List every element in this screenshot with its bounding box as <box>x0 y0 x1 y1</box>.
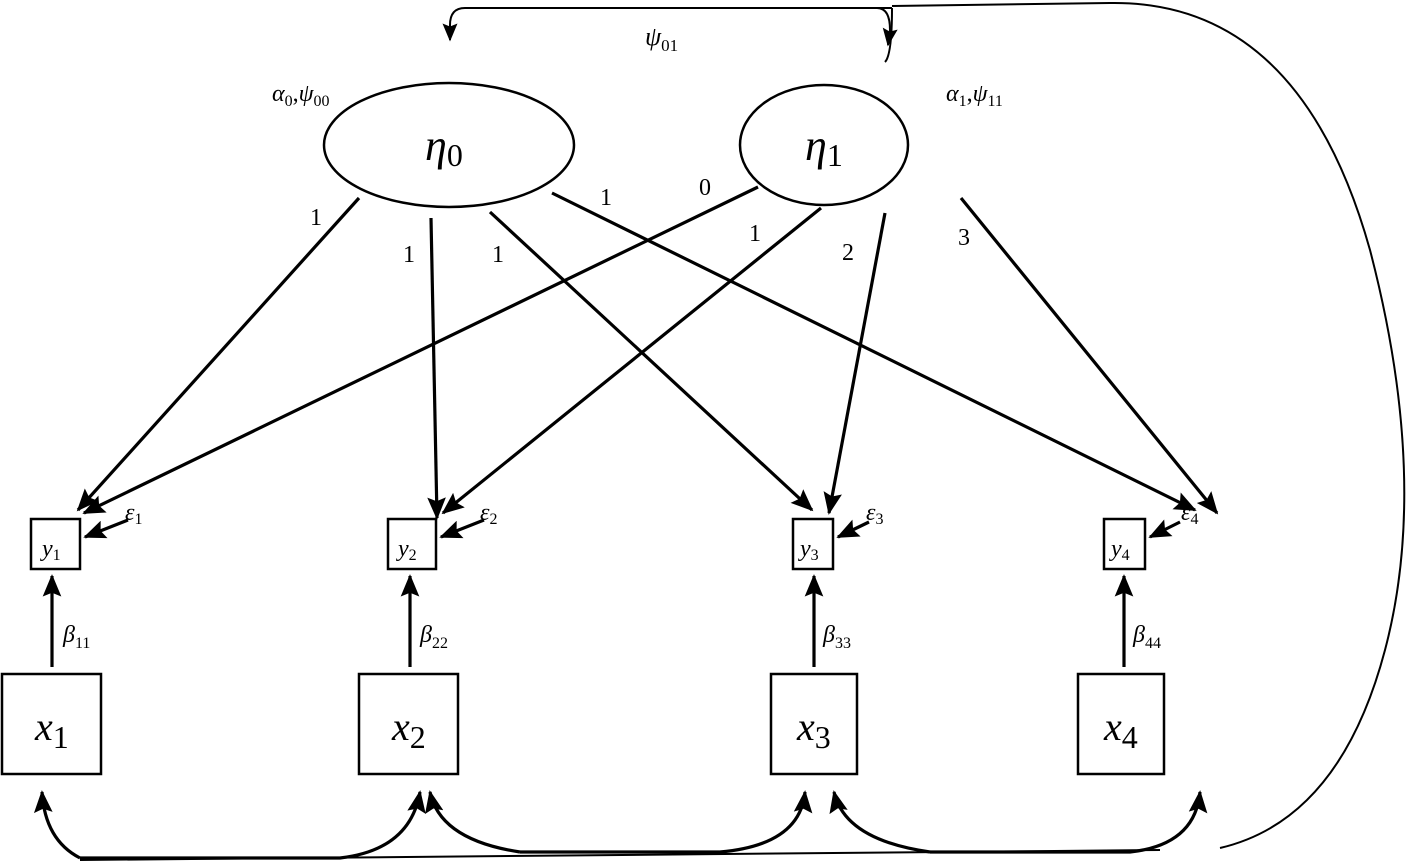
svg-text:x1: x1 <box>34 704 69 755</box>
error-arrow-y2 <box>439 518 485 539</box>
loading-label-eta1-y3: 2 <box>842 240 854 266</box>
loading-arrow-eta1-y2 <box>441 206 823 515</box>
svg-text:y1: y1 <box>40 536 61 564</box>
svg-text:y3: y3 <box>798 536 819 564</box>
covariate-x1: x1 <box>0 672 103 776</box>
eta0-params-label: α0,ψ00 <box>272 81 330 110</box>
eta1-params-label: α1,ψ11 <box>946 81 1003 110</box>
observed-y3: y3 <box>791 517 835 571</box>
error-label-e3: ε3 <box>866 500 883 528</box>
error-label-e4: ε4 <box>1181 500 1198 528</box>
cov-x1-x2 <box>33 790 81 860</box>
covariate-covariances <box>33 790 1208 861</box>
loading-arrow-eta0-y3 <box>488 210 814 512</box>
beta-label-33: β33 <box>822 622 851 652</box>
error-arrow-y4 <box>1148 519 1181 539</box>
loading-label-eta1-y1: 0 <box>699 175 711 201</box>
svg-text:x4: x4 <box>1103 704 1138 755</box>
loading-arrow-eta1-y1 <box>82 185 759 515</box>
svg-text:y2: y2 <box>396 536 417 564</box>
error-label-e2: ε2 <box>480 500 497 528</box>
eta1-symbol: η1 <box>805 121 843 173</box>
beta-label-44: β44 <box>1132 622 1161 652</box>
beta-label-11: β11 <box>62 622 90 652</box>
covariate-x4: x4 <box>1076 672 1166 776</box>
cov-x1-x4-baseline <box>79 849 1161 861</box>
loading-label-eta1-y2: 1 <box>749 221 761 247</box>
eta0-symbol: η0 <box>425 121 463 173</box>
beta-label-22: β22 <box>419 622 448 652</box>
svg-text:x3: x3 <box>796 704 831 755</box>
observed-y2: y2 <box>386 517 438 571</box>
error-label-e1: ε1 <box>125 500 142 528</box>
factor-covariance-arrow <box>442 7 898 63</box>
cov-x2-x3 <box>425 790 521 854</box>
loading-label-eta0-y3: 1 <box>492 242 504 268</box>
loading-arrow-eta0-y1 <box>76 196 361 512</box>
svg-text:y4: y4 <box>1109 536 1130 564</box>
covariate-factor-covariance-curve <box>891 1 1406 849</box>
observed-y1: y1 <box>29 517 82 571</box>
loading-label-eta1-y4: 3 <box>958 225 970 251</box>
loading-arrow-eta1-y4 <box>959 196 1219 515</box>
error-arrow-y3 <box>836 519 870 539</box>
error-arrow-y1 <box>83 518 129 539</box>
loading-label-eta0-y2: 1 <box>403 242 415 268</box>
factor-covariance-label: ψ01 <box>645 22 678 55</box>
latent-factor-eta1: η1 <box>738 83 910 207</box>
loading-arrow-eta1-y3 <box>823 212 887 515</box>
covariate-x2: x2 <box>357 672 460 776</box>
loading-label-eta0-y4: 1 <box>600 185 612 211</box>
covariate-x3: x3 <box>769 672 859 776</box>
loading-arrow-eta0-y2 <box>427 217 446 520</box>
loading-arrow-eta0-y4 <box>551 191 1197 512</box>
cov-x3-x4 <box>829 790 931 854</box>
svg-text:x2: x2 <box>391 704 426 755</box>
observed-y4: y4 <box>1102 517 1147 571</box>
loading-label-eta0-y1: 1 <box>310 205 322 231</box>
latent-factor-eta0: η0 <box>322 81 576 209</box>
